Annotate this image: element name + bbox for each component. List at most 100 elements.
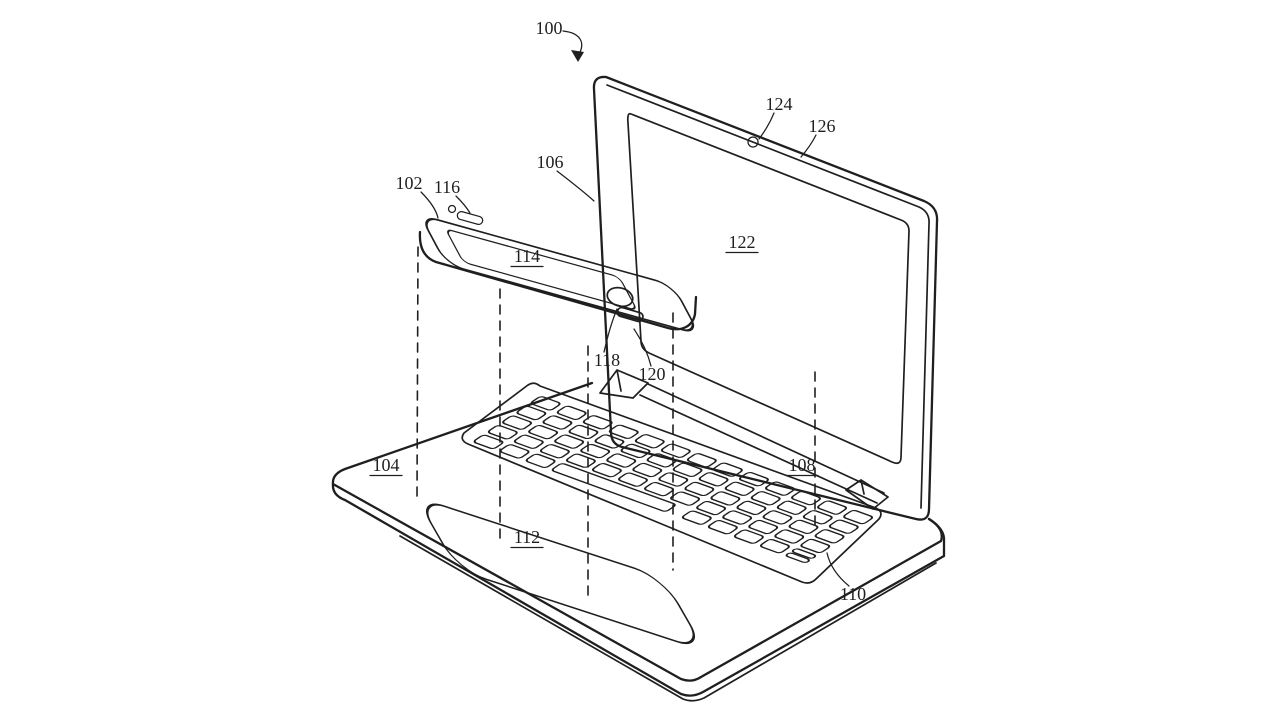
leader-116 <box>455 195 471 214</box>
keyboard-key <box>632 462 663 478</box>
keyboard-key <box>606 453 637 468</box>
keyboard-key <box>473 434 504 450</box>
leader-102 <box>420 191 439 219</box>
keyboard-key <box>785 552 810 563</box>
keyboard-key <box>556 405 587 420</box>
display-bezel-opening <box>626 112 910 465</box>
keyboard-key <box>814 529 845 544</box>
ref-label-116: 116 <box>434 177 460 197</box>
keyboard-key <box>646 453 677 468</box>
leader-124 <box>758 112 775 140</box>
ref-label-120: 120 <box>639 364 666 384</box>
keyboard-key <box>539 444 570 459</box>
keyboard-key <box>686 453 717 468</box>
ref-label-108: 108 <box>789 455 816 475</box>
keyboard-frame <box>461 382 882 584</box>
keyboard-key <box>516 405 547 421</box>
hinge-ridge <box>599 369 889 510</box>
keyboard-key <box>802 510 833 525</box>
keyboard-key <box>681 510 712 525</box>
phone-screen-outline <box>447 229 636 310</box>
projection-line-1 <box>416 246 419 497</box>
keyboard-key <box>774 529 805 544</box>
keyboard-key <box>828 519 859 534</box>
ref-label-122: 122 <box>729 232 756 252</box>
keyboard-key <box>644 482 675 497</box>
keyboard-key <box>707 520 738 535</box>
leader-106 <box>556 170 595 202</box>
keyboard-key <box>776 500 807 515</box>
ref-label-114: 114 <box>514 246 540 266</box>
keyboard-key <box>580 443 611 459</box>
base-rim-line-2 <box>399 535 937 702</box>
display-outer-outline <box>592 75 939 521</box>
keyboard-key <box>712 462 743 477</box>
keyboard-key <box>670 491 701 506</box>
keyboard-key <box>696 500 727 516</box>
keyboard-key <box>565 453 596 468</box>
keyboard-key <box>750 491 781 506</box>
leader-118 <box>603 308 618 353</box>
keyboard-key <box>554 434 585 449</box>
keyboard-key <box>722 510 753 525</box>
keyboard-key <box>800 538 831 554</box>
keyboard-key <box>660 443 691 458</box>
keyboard-key <box>634 434 665 449</box>
phone <box>418 204 698 332</box>
keyboard-key <box>843 509 874 525</box>
keyboard-key <box>591 463 622 478</box>
arrow-100-head <box>571 50 584 62</box>
keyboard-key <box>759 539 790 554</box>
projection-lines <box>416 246 816 597</box>
keyboard-key <box>736 500 767 516</box>
ridge-line-top <box>647 383 885 494</box>
keyboard-key <box>525 453 556 468</box>
leader-126 <box>800 134 817 158</box>
phone-camera-dot <box>447 204 457 214</box>
dock-connector-wedge <box>599 369 649 399</box>
leader-lines <box>420 30 850 587</box>
trackpad-dock-region <box>426 503 695 645</box>
keyboard-key <box>733 529 764 544</box>
base-right-corner <box>927 517 946 543</box>
keyboard-key <box>748 519 779 535</box>
display-assembly <box>592 75 939 521</box>
keyboard-key <box>684 481 715 497</box>
ref-label-106: 106 <box>537 152 564 172</box>
keyboard-key <box>710 491 741 506</box>
keyboard-key <box>568 424 599 440</box>
trackpad-outline <box>426 503 695 645</box>
keyboard-key <box>788 519 819 534</box>
leader-110 <box>826 552 850 587</box>
keyboard-key <box>672 462 703 477</box>
keyboard-key <box>762 510 793 525</box>
phone-connector-port <box>616 306 644 323</box>
ref-label-126: 126 <box>809 116 836 136</box>
keyboard-key <box>764 481 795 496</box>
base-rim-line-1 <box>331 482 946 697</box>
keyboard-key <box>513 434 544 449</box>
hinge-right-wedge <box>845 479 889 510</box>
keyboard-key <box>698 472 729 487</box>
keyboard-key <box>791 548 817 559</box>
webcam-dot <box>747 136 759 148</box>
keyboard-key <box>608 424 639 439</box>
phone-speaker-slot <box>456 210 484 226</box>
keyboard-key <box>487 425 518 440</box>
keyboard-key <box>502 415 533 430</box>
phone-home-button <box>606 286 634 308</box>
ref-label-118: 118 <box>594 350 620 370</box>
ref-label-104: 104 <box>373 455 400 475</box>
phone-body-outline <box>425 218 695 332</box>
ridge-line-bottom <box>639 394 878 504</box>
base-top-surface-outline <box>331 381 943 682</box>
keyboard-key <box>528 425 559 440</box>
keyboard-key <box>530 396 561 411</box>
ref-label-102: 102 <box>396 173 423 193</box>
keyboard-key <box>499 444 530 459</box>
ref-label-110: 110 <box>840 584 866 604</box>
keyboard-key <box>542 415 573 430</box>
